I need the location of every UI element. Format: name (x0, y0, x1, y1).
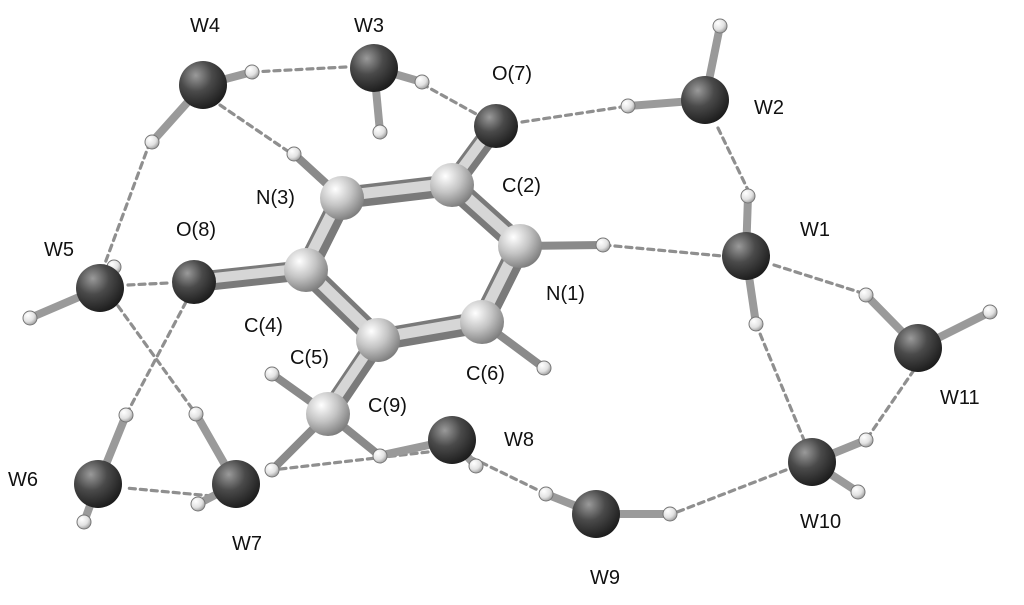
h-atom (595, 237, 611, 253)
atom-w11 (894, 324, 942, 372)
h-atom (538, 486, 554, 502)
hbond-w4-n3 (218, 103, 294, 156)
h-atom (620, 98, 636, 114)
atom-o7 (474, 104, 518, 148)
atom-w6 (74, 460, 122, 508)
atom-w5 (76, 264, 124, 312)
hbond-w10-w9 (670, 468, 788, 516)
label-c6: C(6) (466, 363, 505, 385)
h-atom (858, 432, 874, 448)
label-w11: W11 (940, 387, 980, 409)
atom-w4 (179, 61, 227, 109)
hydrogen-bonds (102, 65, 916, 516)
h-atom (414, 74, 430, 90)
atom-c4 (284, 248, 328, 292)
h-atom (264, 462, 280, 478)
hbond-w5-o8 (126, 281, 170, 287)
label-o8: O(8) (176, 219, 216, 241)
hbond-o7-w2 (520, 104, 630, 124)
atom-n3 (320, 176, 364, 220)
atom-w2 (681, 76, 729, 124)
label-w6: W6 (8, 469, 38, 491)
h-atom (144, 134, 160, 150)
atom-n1 (498, 224, 542, 268)
label-w8: W8 (504, 429, 534, 451)
h-atom (286, 146, 302, 162)
h-atom (536, 360, 552, 376)
h-atom (468, 458, 484, 474)
label-w9: W9 (590, 567, 620, 589)
h-atom (372, 448, 388, 464)
h-atom (264, 366, 280, 382)
hbond-w5-w7 (116, 304, 198, 416)
h-atom (22, 310, 38, 326)
h-atom (850, 484, 866, 500)
label-w2: W2 (754, 97, 784, 119)
hbond-w3-o7 (420, 82, 480, 117)
atom-w1 (722, 232, 770, 280)
hbond-w4-w3 (250, 65, 348, 74)
hbond-w11-w10 (864, 368, 916, 442)
atom-c9 (306, 392, 350, 436)
label-w1: W1 (800, 219, 830, 241)
h-atom (662, 506, 678, 522)
h-atom (712, 18, 728, 34)
label-c9: C(9) (368, 395, 407, 417)
h-atom (190, 496, 206, 512)
label-c2: C(2) (502, 175, 541, 197)
hbond-w4-w5 (102, 140, 152, 268)
atom-o8 (172, 260, 216, 304)
atom-w9 (572, 490, 620, 538)
hbond-n1-w1 (602, 243, 724, 258)
atom-w10 (788, 438, 836, 486)
h-atom (188, 406, 204, 422)
atom-c2 (430, 163, 474, 207)
h-atom (372, 124, 388, 140)
hbond-w1-w11 (772, 263, 864, 295)
atom-w7 (212, 460, 260, 508)
label-w3: W3 (354, 15, 384, 37)
label-w5: W5 (44, 239, 74, 261)
h-atom (740, 188, 756, 204)
hbond-w2-w1 (716, 126, 750, 192)
hydrogen-atoms (22, 18, 998, 530)
h-atom (748, 316, 764, 332)
label-c5: C(5) (290, 347, 329, 369)
label-c4: C(4) (244, 315, 283, 337)
atom-w8 (428, 416, 476, 464)
label-o7: O(7) (492, 63, 532, 85)
h-atom (858, 287, 874, 303)
h-atom (118, 407, 134, 423)
label-n1: N(1) (546, 283, 585, 305)
h-atom (982, 304, 998, 320)
label-w10: W10 (800, 511, 841, 533)
hbond-w8-w7 (270, 450, 430, 472)
molecule-atoms (172, 104, 542, 436)
atom-c6 (460, 300, 504, 344)
hbond-o8-w6 (124, 300, 188, 417)
atom-w3 (350, 44, 398, 92)
label-w7: W7 (232, 533, 262, 555)
label-n3: N(3) (256, 187, 295, 209)
h-atom (76, 514, 92, 530)
atom-labels: W4 W3 O(7) W2 N(3) C(2) W1 O(8) W5 N(1) … (8, 15, 980, 589)
label-w4: W4 (190, 15, 220, 37)
hbond-w7-w6 (124, 486, 214, 498)
hbond-w1-w10 (754, 322, 806, 442)
h-atom (244, 64, 260, 80)
atom-c5 (356, 318, 400, 362)
water-oxygens (74, 44, 942, 538)
